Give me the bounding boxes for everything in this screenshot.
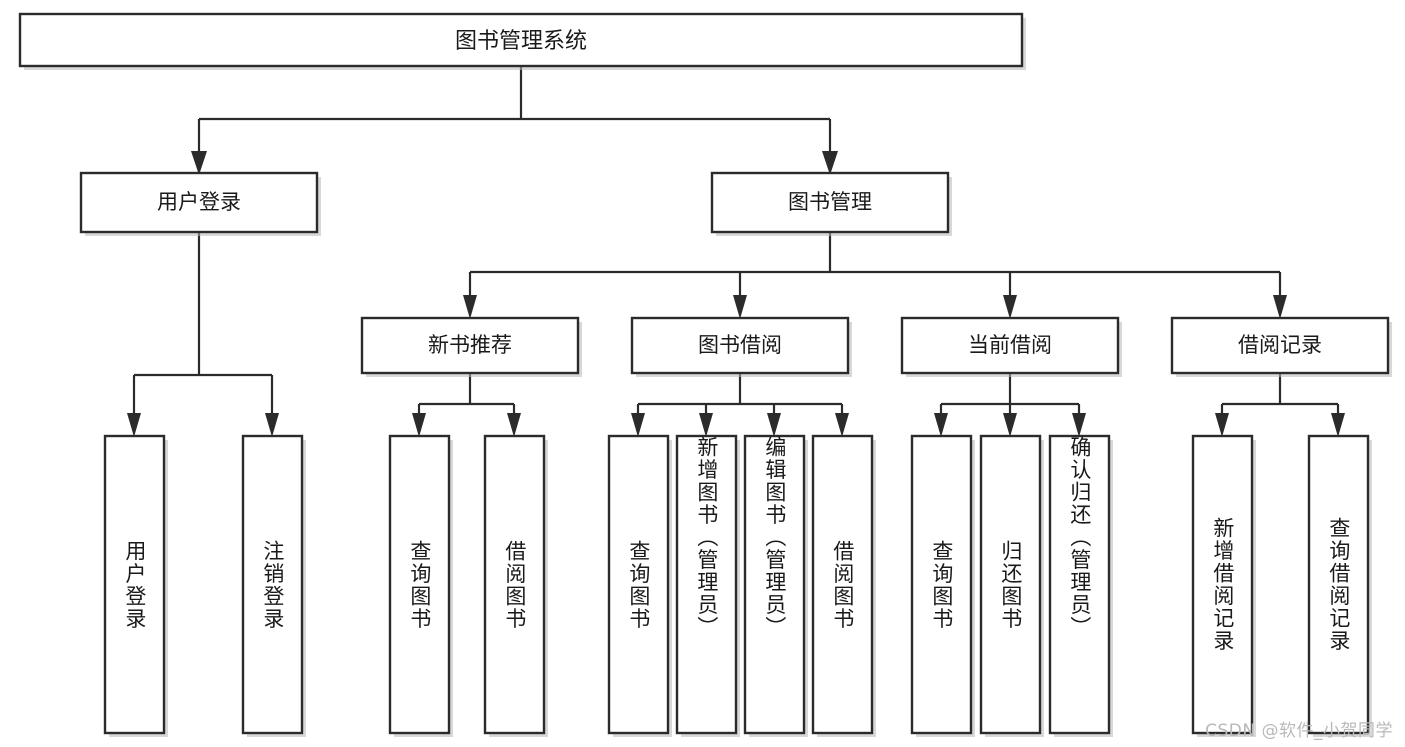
arrow-icon-user-login: [191, 151, 207, 175]
node-current-borrow-label: 当前借阅: [968, 333, 1052, 357]
csdn-watermark: CSDN @软件_小贺同学: [1205, 721, 1393, 741]
node-book-borrow-label: 图书借阅: [698, 333, 782, 357]
arrow-icon-cb-1: [934, 413, 948, 437]
node-leaf-logout[interactable]: [241, 434, 306, 737]
node-leaf-logout-box: [241, 434, 304, 735]
node-leaf-confirm-return-box: [1048, 434, 1111, 735]
node-book-manage-box: [710, 171, 950, 234]
node-new-book-rec-label: 新书推荐: [428, 333, 512, 357]
arrow-icon-bb-2: [699, 413, 713, 437]
arrow-icon-cb-3: [1072, 413, 1086, 437]
node-leaf-user-login[interactable]: [103, 434, 168, 737]
node-book-manage-label: 图书管理: [788, 190, 872, 214]
arrow-icon-borrow-record: [1273, 295, 1287, 319]
node-leaf-query-book-2[interactable]: [607, 434, 672, 737]
node-leaf-add-record[interactable]: [1191, 434, 1256, 737]
node-leaf-query-book-2-box: [607, 434, 670, 735]
node-user-login-label: 用户登录: [157, 190, 241, 214]
node-borrow-record-box: [1170, 316, 1390, 375]
node-root[interactable]: 图书管理系统: [18, 12, 1026, 70]
node-leaf-query-book-1-box: [388, 434, 451, 735]
node-root-box: [18, 12, 1024, 68]
node-leaf-return-book-box: [979, 434, 1042, 735]
arrow-icon-leaf-logout: [265, 413, 279, 437]
node-borrow-record[interactable]: 借阅记录: [1170, 316, 1392, 377]
node-leaf-add-book-box: [675, 434, 738, 735]
node-leaf-borrow-book-1-box: [483, 434, 546, 735]
connector-group: [127, 66, 1345, 437]
node-leaf-query-book-3-box: [910, 434, 973, 735]
node-borrow-record-label: 借阅记录: [1238, 333, 1322, 357]
arrow-icon-br-1: [1215, 413, 1229, 437]
node-book-borrow[interactable]: 图书借阅: [630, 316, 852, 377]
node-leaf-borrow-book-1[interactable]: [483, 434, 548, 737]
arrow-icon-cb-2: [1003, 413, 1017, 437]
arrow-icon-bb-4: [835, 413, 849, 437]
node-user-login[interactable]: 用户登录: [79, 171, 321, 236]
node-leaf-edit-book-box: [743, 434, 806, 735]
node-leaf-confirm-return[interactable]: [1048, 434, 1113, 737]
arrow-icon-nb-1: [412, 413, 426, 437]
arrow-icon-leaf-user-login: [127, 413, 141, 437]
node-root-label: 图书管理系统: [455, 29, 587, 54]
arrow-icon-nb-2: [507, 413, 521, 437]
arrow-icon-bb-3: [767, 413, 781, 437]
node-leaf-user-login-box: [103, 434, 166, 735]
node-leaf-edit-book[interactable]: [743, 434, 808, 737]
node-leaf-query-book-1[interactable]: [388, 434, 453, 737]
arrow-icon-br-2: [1331, 413, 1345, 437]
node-new-book-rec-box: [360, 316, 580, 375]
node-new-book-rec[interactable]: 新书推荐: [360, 316, 582, 377]
arrow-icon-book-borrow: [733, 295, 747, 319]
arrow-icon-bb-1: [631, 413, 645, 437]
node-current-borrow-box: [900, 316, 1120, 375]
arrow-icon-book-manage: [822, 151, 838, 175]
node-leaf-query-record[interactable]: [1307, 434, 1372, 737]
node-user-login-box: [79, 171, 319, 234]
node-leaf-query-record-box: [1307, 434, 1370, 735]
node-book-manage[interactable]: 图书管理: [710, 171, 952, 236]
node-leaf-return-book[interactable]: [979, 434, 1044, 737]
arrow-icon-new-book-rec: [463, 295, 477, 319]
node-book-borrow-box: [630, 316, 850, 375]
node-leaf-query-book-3[interactable]: [910, 434, 975, 737]
node-current-borrow[interactable]: 当前借阅: [900, 316, 1122, 377]
node-leaf-add-record-box: [1191, 434, 1254, 735]
arrow-icon-current-borrow: [1003, 295, 1017, 319]
node-leaf-add-book[interactable]: [675, 434, 740, 737]
node-leaf-borrow-book-2[interactable]: [811, 434, 876, 737]
node-leaf-borrow-book-2-box: [811, 434, 874, 735]
